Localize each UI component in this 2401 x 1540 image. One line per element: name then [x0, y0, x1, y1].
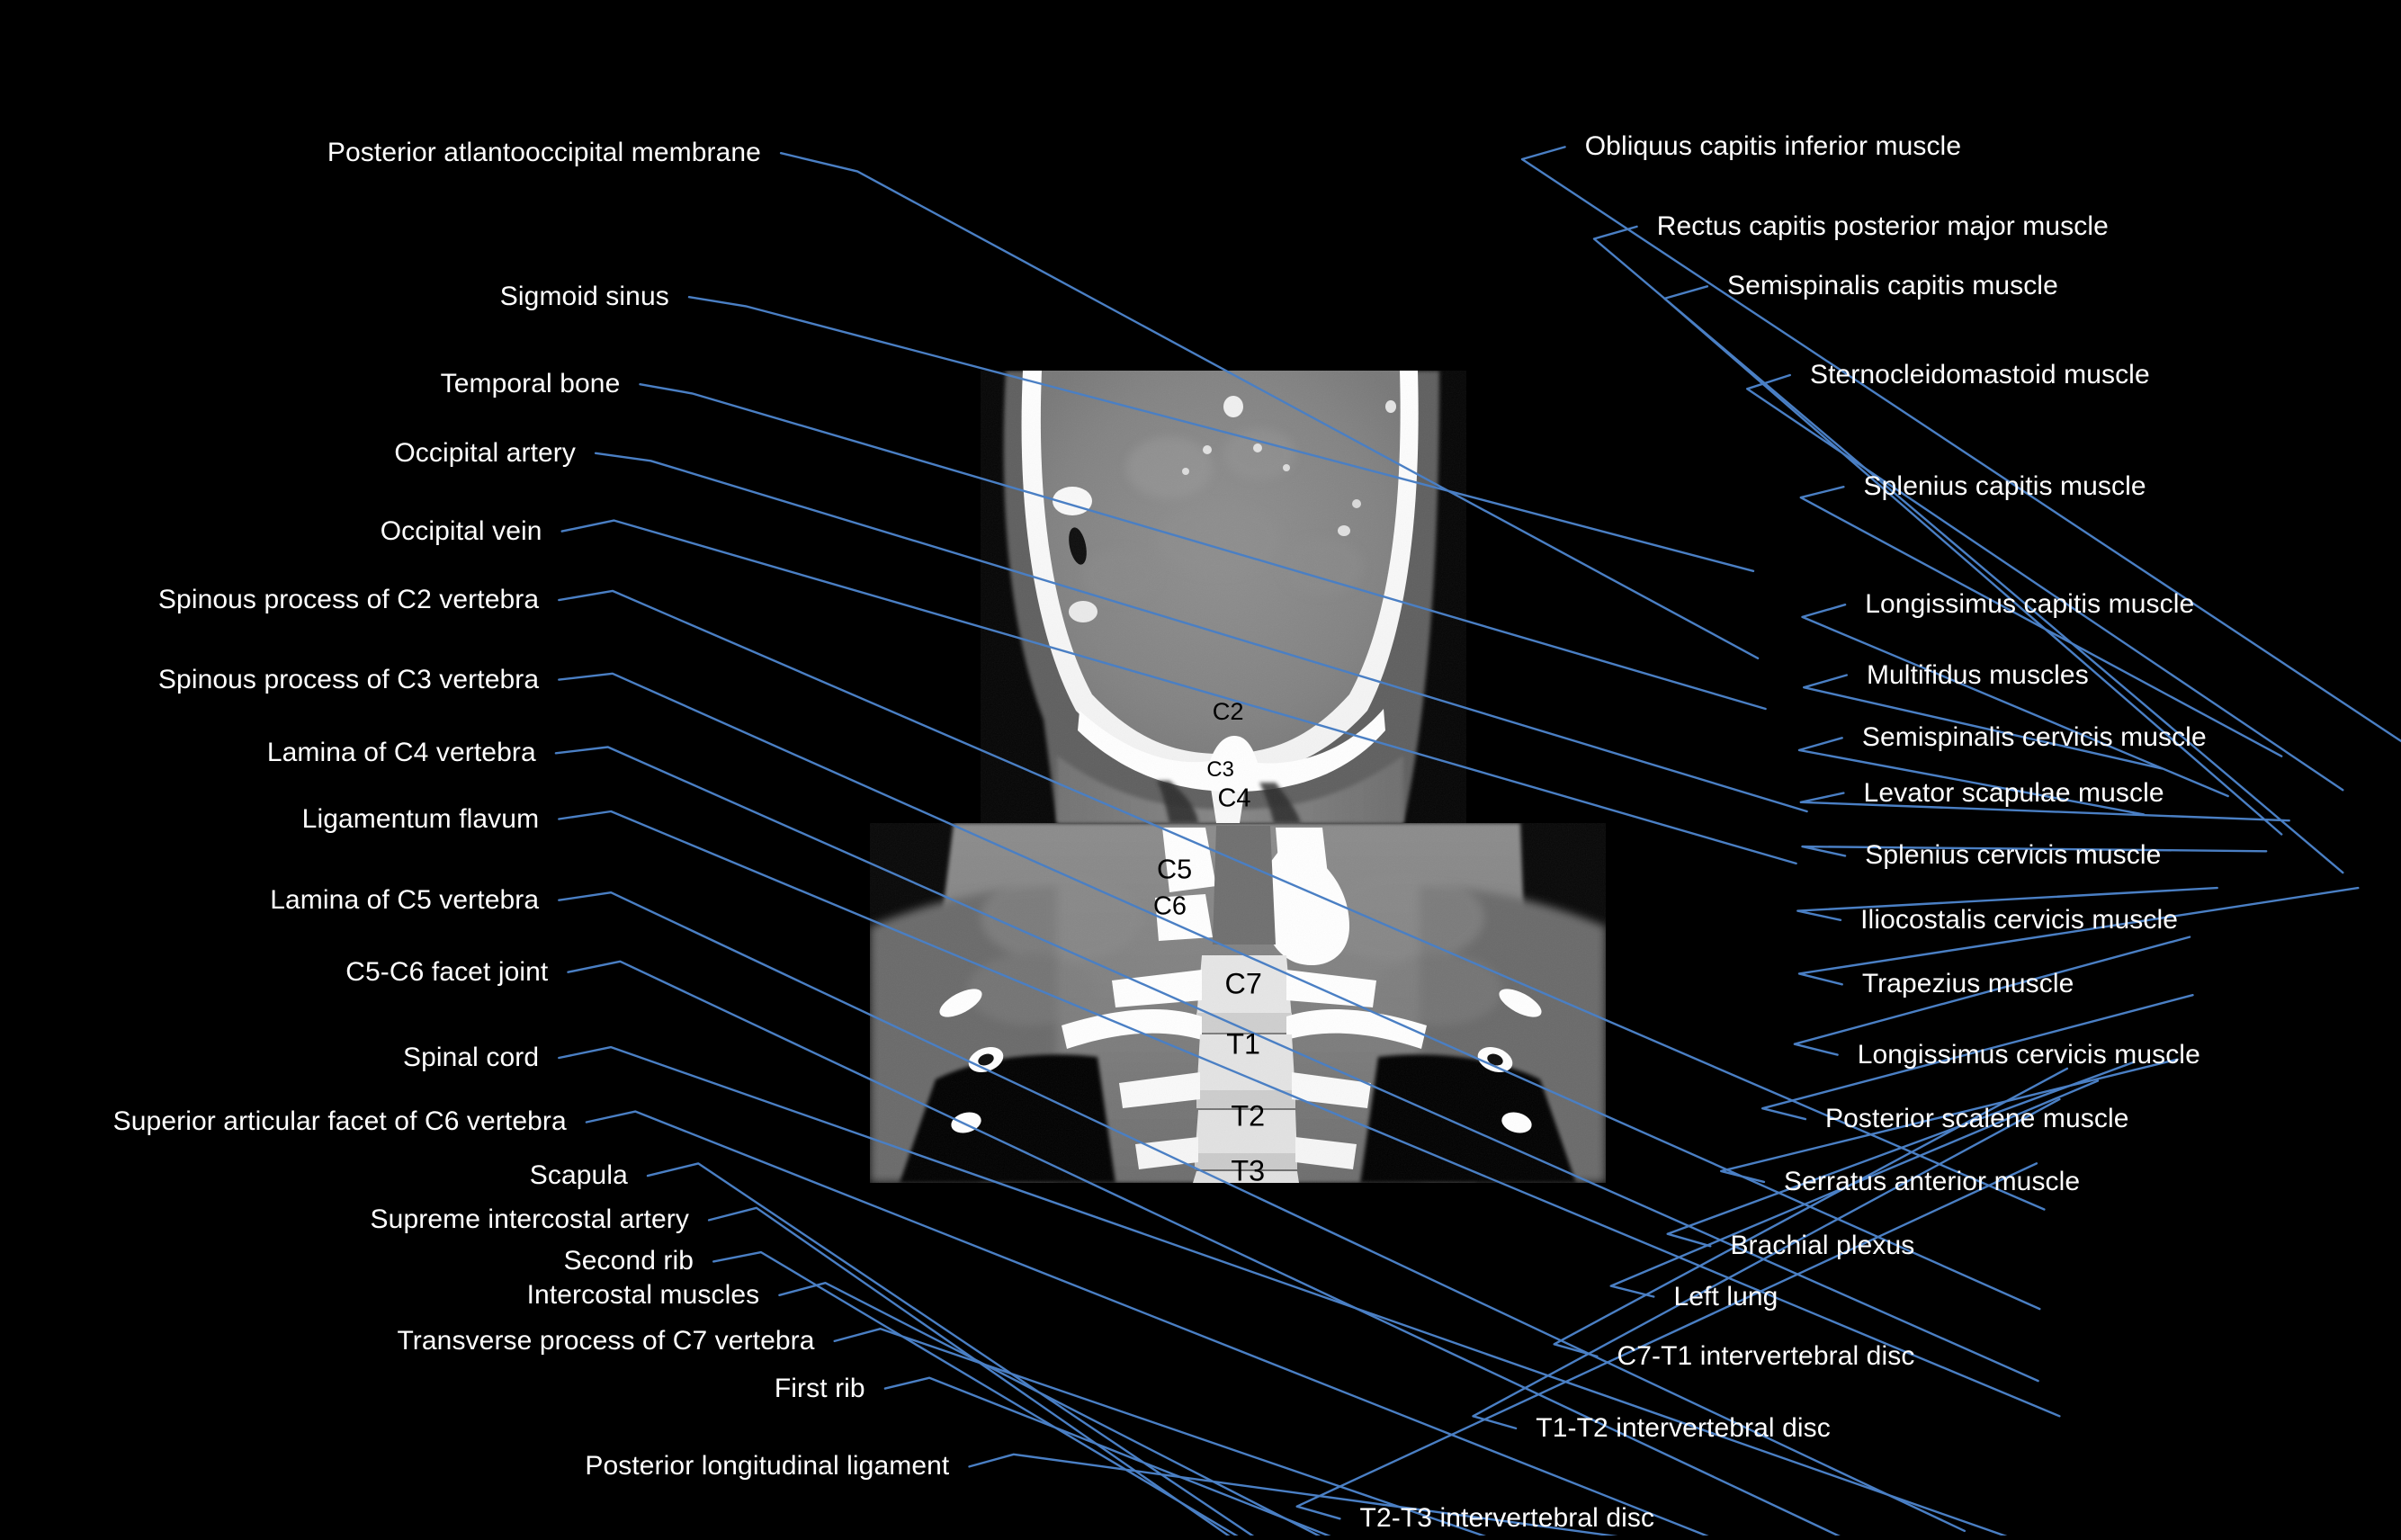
anatomy-label: Transverse process of C7 vertebra: [397, 1325, 815, 1356]
anatomy-label: Spinal cord: [402, 1043, 540, 1072]
anatomy-label: Serratus anterior muscle: [1784, 1166, 2081, 1196]
anatomy-label: Spinous process of C3 vertebra: [157, 664, 540, 694]
vertebral-level-marker: C7: [1224, 967, 1262, 1000]
vertebral-level-marker: T3: [1231, 1154, 1266, 1187]
anatomy-label: Levator scapulae muscle: [1863, 777, 2164, 808]
anatomy-label: Lamina of C4 vertebra: [266, 738, 536, 768]
vertebral-level-marker: T1: [1226, 1027, 1261, 1061]
anatomy-label: First rib: [774, 1373, 865, 1403]
anatomy-label: Semispinalis cervicis muscle: [1861, 722, 2207, 753]
anatomy-label: T1-T2 intervertebral disc: [1536, 1412, 1831, 1443]
anatomy-label: Left lung: [1673, 1281, 1778, 1312]
anatomy-label: Obliquus capitis inferior muscle: [1584, 131, 1962, 162]
anatomy-label: Intercostal muscles: [526, 1279, 760, 1310]
anatomy-label: Rectus capitis posterior major muscle: [1656, 210, 2109, 241]
anatomy-label: Iliocostalis cervicis muscle: [1860, 904, 2179, 935]
anatomy-label: Sternocleidomastoid muscle: [1809, 359, 2150, 389]
anatomy-label: Longissimus capitis muscle: [1865, 589, 2195, 620]
vertebral-level-marker: C4: [1217, 783, 1251, 813]
vertebral-level-marker: C5: [1156, 854, 1193, 885]
anatomy-label: Occipital artery: [394, 437, 576, 468]
anatomy-label: Trapezius muscle: [1861, 969, 2074, 999]
anatomy-label: Brachial plexus: [1730, 1231, 1915, 1261]
anatomy-label: Superior articular facet of C6 vertebra: [112, 1106, 567, 1137]
vertebral-level-marker: C3: [1206, 757, 1234, 783]
anatomy-label: Temporal bone: [440, 369, 621, 399]
anatomy-label: Spinous process of C2 vertebra: [157, 585, 540, 615]
vertebral-level-marker: C2: [1212, 697, 1244, 726]
anatomy-label: Lamina of C5 vertebra: [270, 884, 540, 915]
anatomy-label: Supreme intercostal artery: [370, 1204, 689, 1235]
anatomy-label: Scapula: [529, 1160, 628, 1191]
anatomy-label: C7-T1 intervertebral disc: [1617, 1340, 1915, 1371]
anatomy-label: Semispinalis capitis muscle: [1727, 271, 2058, 301]
anatomy-label: Splenius cervicis muscle: [1865, 840, 2162, 871]
anatomy-label: Posterior longitudinal ligament: [585, 1451, 950, 1482]
anatomy-label: Multifidus muscles: [1866, 659, 2089, 690]
anatomy-label: Sigmoid sinus: [499, 282, 669, 312]
anatomy-label: Posterior atlantooccipital membrane: [327, 138, 761, 168]
anatomy-label: Ligamentum flavum: [301, 803, 540, 834]
anatomy-label: Posterior scalene muscle: [1824, 1104, 2129, 1134]
anatomy-label: C5-C6 facet joint: [345, 956, 549, 987]
anatomy-label: Longissimus cervicis muscle: [1857, 1039, 2200, 1070]
anatomy-label: Occipital vein: [380, 515, 542, 546]
anatomy-label: Second rib: [563, 1246, 694, 1276]
vertebral-level-marker: T2: [1231, 1099, 1266, 1133]
anatomy-label: T2-T3 intervertebral disc: [1359, 1503, 1655, 1534]
vertebral-level-marker: C6: [1152, 891, 1187, 921]
anatomy-label: Splenius capitis muscle: [1863, 471, 2146, 502]
